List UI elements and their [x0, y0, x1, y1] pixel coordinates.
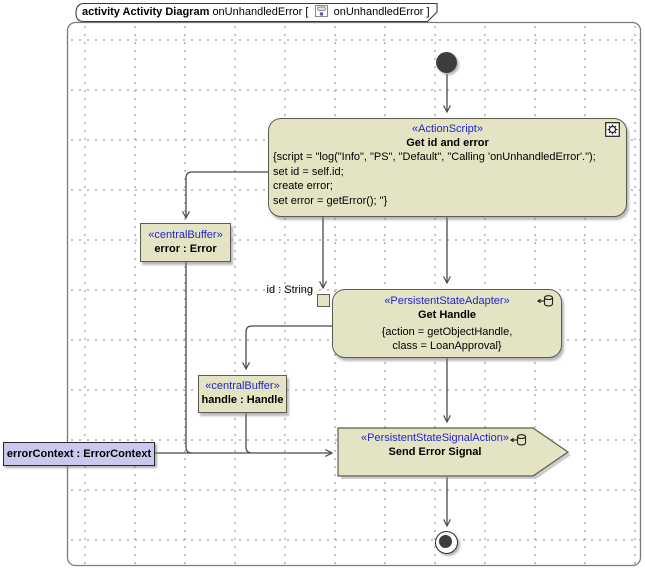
- actionscript-stereotype: «ActionScript»: [412, 123, 483, 135]
- edge-gethandle-to-handle-buffer[interactable]: [242, 325, 332, 371]
- error-buffer-stereotype: «centralBuffer»: [148, 229, 223, 241]
- error-context-parameter-node[interactable]: errorContext : ErrorContext: [3, 442, 155, 466]
- edge-actionscript-to-error-buffer[interactable]: [182, 171, 268, 220]
- handle-buffer-stereotype: «centralBuffer»: [205, 380, 280, 392]
- diagram-frame-border: [66, 21, 642, 567]
- persistence-adapter-icon: [536, 294, 554, 311]
- script-line: {script = "log("Info", "PS", "Default", …: [273, 151, 596, 163]
- frame-diagram-name: onUnhandledError [: [212, 6, 309, 18]
- actionscript-action[interactable]: «ActionScript» Get id and error {script …: [268, 118, 627, 217]
- gear-icon: [605, 122, 620, 140]
- activity-final-node[interactable]: [435, 531, 458, 554]
- send-signal-name: Send Error Signal: [388, 446, 482, 458]
- frame-diagram-ref: onUnhandledError ]: [333, 6, 430, 18]
- edge-error-buffer-to-sendsignal[interactable]: [185, 262, 193, 454]
- handle-buffer-node[interactable]: «centralBuffer» handle : Handle: [198, 375, 287, 413]
- id-pin-label: id : String: [266, 284, 313, 296]
- get-handle-action[interactable]: «PersistentStateAdapter» Get Handle {act…: [332, 289, 562, 358]
- frame-title: activity Activity Diagram onUnhandledErr…: [82, 4, 430, 21]
- persistence-signal-icon: [509, 433, 527, 452]
- get-handle-stereotype: «PersistentStateAdapter»: [384, 295, 510, 307]
- error-context-label: errorContext : ErrorContext: [6, 448, 152, 460]
- send-signal-stereotype: «PersistentStateSignalAction»: [361, 432, 509, 444]
- script-line: create error;: [273, 180, 333, 192]
- initial-node[interactable]: [436, 52, 457, 73]
- activity-final-dot: [439, 535, 453, 549]
- frame-title-tab: [75, 2, 438, 23]
- handle-buffer-name: handle : Handle: [201, 394, 284, 406]
- error-buffer-node[interactable]: «centralBuffer» error : Error: [140, 223, 231, 262]
- error-buffer-name: error : Error: [154, 243, 217, 255]
- id-input-pin[interactable]: [317, 294, 330, 307]
- get-handle-property: {action = getObjectHandle,: [381, 326, 513, 338]
- get-handle-property: class = LoanApproval}: [392, 340, 502, 352]
- edge-handle-buffer-to-sendsignal[interactable]: [245, 413, 253, 454]
- frame-kind-label: activity Activity Diagram: [82, 6, 210, 18]
- script-line: set error = getError(); "}: [273, 194, 388, 207]
- actionscript-name: Get id and error: [406, 137, 489, 149]
- get-handle-name: Get Handle: [417, 309, 477, 321]
- activity-diagram-icon: [314, 5, 328, 23]
- send-signal-action[interactable]: «PersistentStateSignalAction» Send Error…: [340, 431, 530, 459]
- script-line: set id = self.id;: [273, 165, 344, 178]
